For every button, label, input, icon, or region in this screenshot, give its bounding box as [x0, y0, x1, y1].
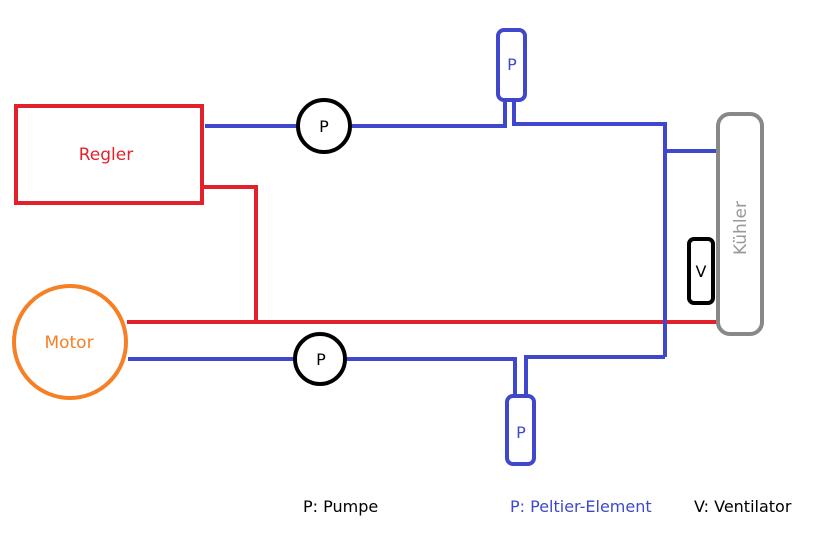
peltier-bottom-to-loop-line — [524, 355, 665, 395]
controller-to-bus-line — [204, 185, 258, 322]
fan-box — [687, 237, 715, 305]
pump-bottom-label: P — [316, 350, 326, 369]
pump-to-peltier-bottom-line — [347, 357, 517, 395]
controller-box — [14, 104, 204, 205]
pump-top-circle — [296, 98, 352, 154]
fan-label: V — [696, 262, 707, 281]
peltier-bottom-box — [505, 394, 536, 466]
radiator-box — [716, 112, 764, 336]
peltier-bottom-label: P — [516, 423, 526, 442]
peltier-top-to-loop-line — [512, 100, 667, 357]
legend-fan: V: Ventilator — [694, 497, 792, 516]
legend-peltier: P: Peltier-Element — [510, 497, 652, 516]
pump-top-label: P — [319, 117, 329, 136]
motor-label: Motor — [44, 333, 93, 353]
controller-label: Regler — [79, 145, 133, 165]
pump-bottom-circle — [293, 332, 347, 386]
pump-to-peltier-top-line — [352, 100, 507, 128]
peltier-top-label: P — [507, 55, 517, 74]
radiator-label: Kühler — [731, 201, 751, 255]
motor-circle — [12, 284, 128, 400]
peltier-top-box — [496, 28, 527, 102]
legend-pump: P: Pumpe — [303, 497, 379, 516]
